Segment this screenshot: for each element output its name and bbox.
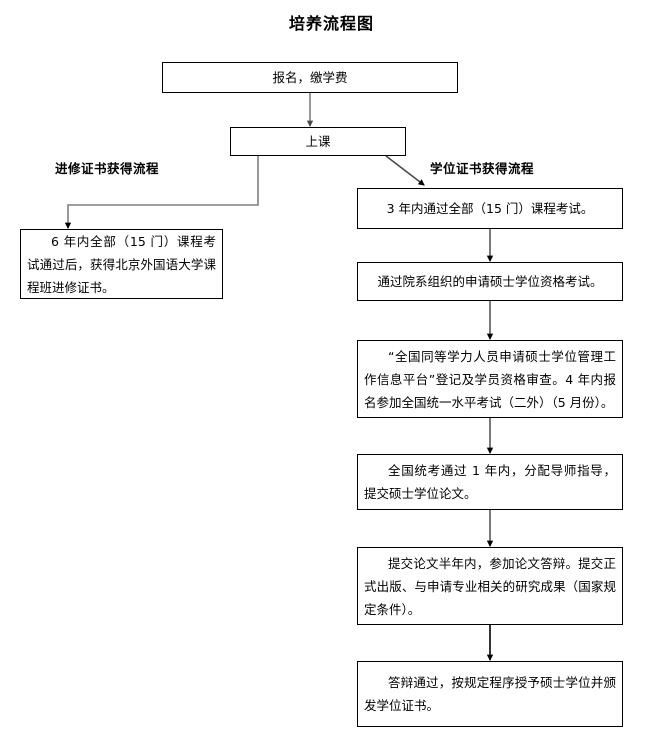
node-right-1-label: 3 年内通过全部（15 门）课程考试。 xyxy=(386,201,594,216)
node-enroll[interactable]: 报名，缴学费 xyxy=(162,62,458,93)
node-right-6-label: 答辩通过，按规定程序授予硕士学位并颁发学位证书。 xyxy=(364,675,616,713)
node-class[interactable]: 上课 xyxy=(230,127,406,156)
node-right-2-label: 通过院系组织的申请硕士学位资格考试。 xyxy=(377,274,603,289)
node-left-certificate[interactable]: 6 年内全部（15 门）课程考试通过后，获得北京外国语大学课程班进修证书。 xyxy=(20,229,223,299)
page-title: 培养流程图 xyxy=(288,14,374,33)
node-right-4-label: 全国统考通过 1 年内，分配导师指导，提交硕士学位论文。 xyxy=(364,463,616,501)
edge-class-to-right1 xyxy=(385,155,425,186)
branch-label-right: 学位证书获得流程 xyxy=(430,161,535,176)
node-right-1[interactable]: 3 年内通过全部（15 门）课程考试。 xyxy=(357,188,623,229)
node-left-certificate-label: 6 年内全部（15 门）课程考试通过后，获得北京外国语大学课程班进修证书。 xyxy=(27,233,216,295)
node-class-label: 上课 xyxy=(305,134,331,149)
node-enroll-label: 报名，缴学费 xyxy=(272,70,348,85)
node-right-5[interactable]: 提交论文半年内，参加论文答辩。提交正式出版、与申请专业相关的研究成果（国家规定条… xyxy=(357,547,623,625)
branch-label-left: 进修证书获得流程 xyxy=(55,161,160,176)
node-right-5-label: 提交论文半年内，参加论文答辩。提交正式出版、与申请专业相关的研究成果（国家规定条… xyxy=(364,555,616,617)
node-right-2[interactable]: 通过院系组织的申请硕士学位资格考试。 xyxy=(357,262,623,301)
node-right-6[interactable]: 答辩通过，按规定程序授予硕士学位并颁发学位证书。 xyxy=(357,661,623,727)
node-right-3[interactable]: “全国同等学力人员申请硕士学位管理工作信息平台”登记及学员资格审查。4 年内报名… xyxy=(357,340,623,418)
node-right-4[interactable]: 全国统考通过 1 年内，分配导师指导，提交硕士学位论文。 xyxy=(357,454,623,510)
node-right-3-label: “全国同等学力人员申请硕士学位管理工作信息平台”登记及学员资格审查。4 年内报名… xyxy=(364,348,616,410)
